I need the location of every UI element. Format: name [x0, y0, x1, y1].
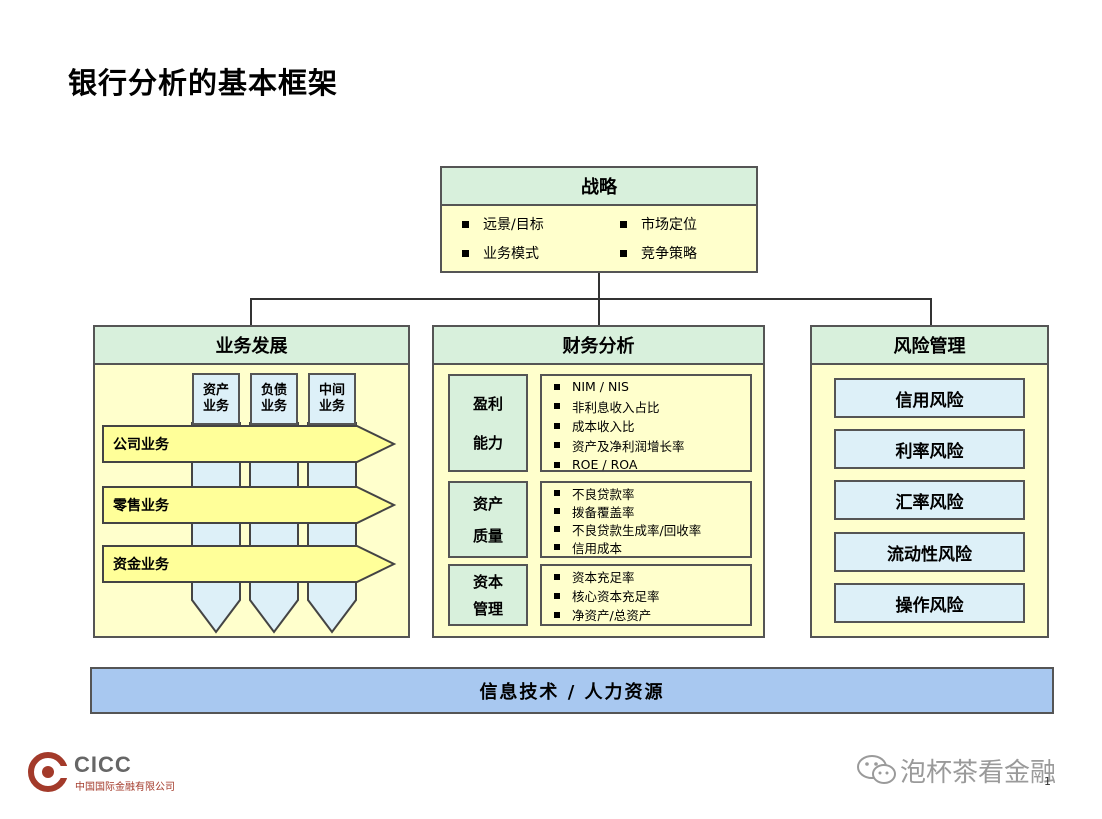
- risk-item-fx: 汇率风险: [834, 480, 1025, 520]
- finance-label-asset-quality: 资产质量: [448, 481, 528, 558]
- finance-list-capital: 资本充足率 核心资本充足率 净资产/总资产: [540, 564, 752, 626]
- connector-left: [250, 298, 252, 326]
- connector-right: [930, 298, 932, 326]
- risk-item-credit: 信用风险: [834, 378, 1025, 418]
- list-item: 资产及净利润增长率: [554, 436, 750, 456]
- row-arrow-treasury: [102, 545, 397, 583]
- risk-item-interest-rate: 利率风险: [834, 429, 1025, 469]
- risk-item-liquidity: 流动性风险: [834, 532, 1025, 572]
- row-label-retail: 零售业务: [113, 498, 169, 514]
- column-header-intermediary: 中间 业务: [308, 373, 356, 425]
- foundation-bar: 信息技术 / 人力资源: [90, 667, 1054, 714]
- page-title: 银行分析的基本框架: [68, 66, 339, 100]
- list-item: 信用成本: [554, 538, 750, 556]
- list-item: NIM / NIS: [554, 377, 750, 397]
- finance-label-capital: 资本管理: [448, 564, 528, 626]
- list-item: 净资产/总资产: [554, 605, 750, 624]
- strategy-title: 战略: [442, 168, 756, 206]
- list-item: ROE / ROA: [554, 455, 750, 475]
- watermark-text: 泡杯茶看金融: [900, 758, 1057, 788]
- business-title: 业务发展: [95, 327, 408, 365]
- finance-title: 财务分析: [434, 327, 763, 365]
- list-item: 非利息收入占比: [554, 397, 750, 417]
- finance-label-profitability: 盈利能力: [448, 374, 528, 472]
- risk-item-operational: 操作风险: [834, 583, 1025, 623]
- risk-title: 风险管理: [812, 327, 1047, 365]
- strategy-item: 业务模式: [462, 243, 539, 263]
- strategy-item: 市场定位: [620, 214, 697, 234]
- column-header-assets: 资产 业务: [192, 373, 240, 425]
- connector-vertical-main: [598, 272, 600, 300]
- connector-horizontal: [250, 298, 932, 300]
- wechat-icon: [857, 755, 896, 784]
- logo-subtitle: 中国国际金融有限公司: [75, 782, 175, 793]
- finance-list-profitability: NIM / NIS 非利息收入占比 成本收入比 资产及净利润增长率 ROE / …: [540, 374, 752, 472]
- list-item: 拨备覆盖率: [554, 502, 750, 520]
- strategy-item: 竞争策略: [620, 243, 697, 263]
- row-arrow-retail: [102, 486, 397, 524]
- page-number: 1: [1044, 775, 1051, 788]
- list-item: 成本收入比: [554, 416, 750, 436]
- list-item: 不良贷款生成率/回收率: [554, 520, 750, 538]
- strategy-box: 战略 远景/目标 市场定位 业务模式 竞争策略: [440, 166, 758, 273]
- row-arrow-corporate: [102, 425, 397, 463]
- cicc-logo-icon: [28, 752, 72, 792]
- list-item: 核心资本充足率: [554, 586, 750, 605]
- row-label-corporate: 公司业务: [113, 437, 169, 453]
- row-label-treasury: 资金业务: [113, 557, 169, 573]
- logo-name: CICC: [74, 752, 132, 777]
- finance-list-asset-quality: 不良贷款率 拨备覆盖率 不良贷款生成率/回收率 信用成本: [540, 481, 752, 558]
- list-item: 资本充足率: [554, 567, 750, 586]
- strategy-item: 远景/目标: [462, 214, 544, 234]
- column-header-liabilities: 负债 业务: [250, 373, 298, 425]
- list-item: 不良贷款率: [554, 484, 750, 502]
- connector-middle: [598, 298, 600, 326]
